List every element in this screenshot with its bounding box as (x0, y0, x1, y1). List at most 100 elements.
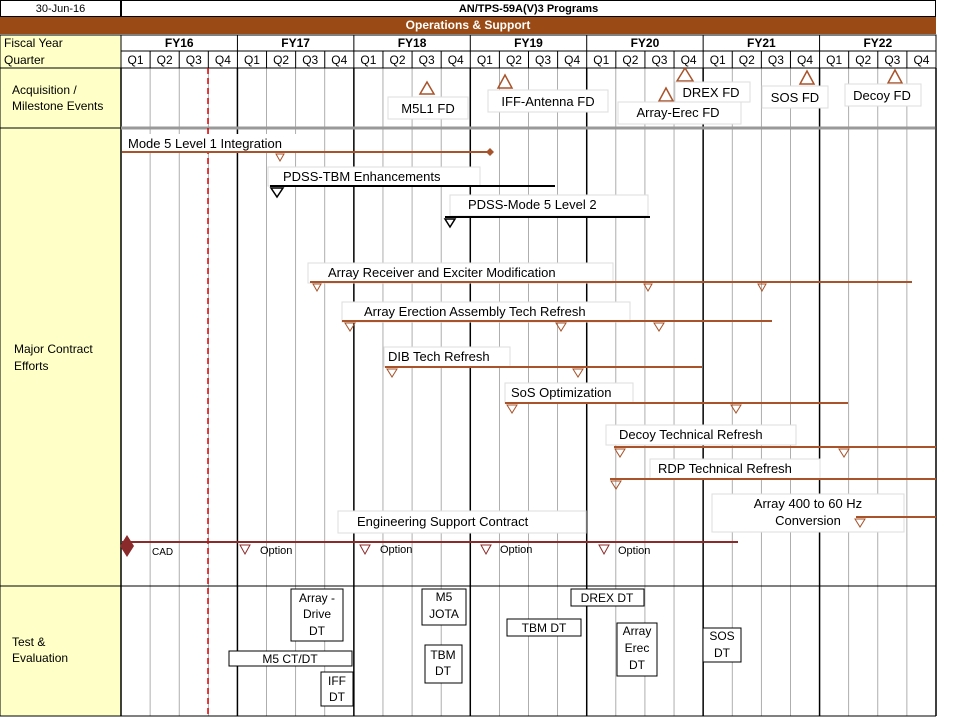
test-box (421, 588, 467, 626)
quarter-label: Q3 (302, 53, 318, 67)
milestone-triangle (675, 66, 695, 82)
contract-row-label-1: Major Contract (14, 342, 93, 356)
section-band: Operations & Support (0, 17, 936, 34)
quarter-label: Q2 (273, 53, 289, 67)
fiscal-year-label: FY22 (863, 36, 892, 50)
test-label: TBM DT (522, 621, 567, 635)
quarter-label: Q1 (128, 53, 144, 67)
milestone-label: DREX FD (682, 85, 739, 100)
effort-label: Array Receiver and Exciter Modification (328, 265, 556, 280)
milestone-markers: M5L1 FD IFF-Antenna FD Array-Erec FD DRE… (387, 66, 922, 125)
effort-label-bg (123, 134, 311, 153)
test-label: JOTA (429, 607, 459, 621)
milestone-box (844, 83, 922, 107)
effort-marker (838, 448, 850, 458)
quarter-label: Q4 (564, 53, 580, 67)
effort-label: SoS Optimization (511, 385, 611, 400)
test-label: DREX DT (581, 591, 634, 605)
effort-marker (643, 283, 653, 293)
test-box (616, 622, 658, 677)
quarter-label: Q3 (419, 53, 435, 67)
effort-label: Array 400 to 60 Hz (754, 496, 862, 511)
test-box (424, 644, 463, 684)
milestone-box (387, 96, 469, 120)
quarter-label: Q4 (448, 53, 464, 67)
effort-label-line-2: Conversion (775, 513, 841, 528)
milestone-label: Array-Erec FD (636, 105, 719, 120)
acquisition-label-cell (0, 67, 122, 129)
test-box (570, 588, 645, 607)
effort-label: PDSS-TBM Enhancements (283, 169, 441, 184)
test-label: DT (329, 690, 346, 704)
test-label: Drive (303, 607, 331, 621)
milestone-triangle (418, 80, 436, 95)
contract-row-label-2: Efforts (14, 359, 48, 373)
option-label: Option (260, 545, 292, 557)
effort-label-bg (337, 510, 587, 534)
effort-marker (572, 368, 584, 378)
cad-label: CAD (152, 547, 173, 558)
quarter-label: Q4 (913, 53, 929, 67)
effort-marker (269, 187, 285, 199)
effort-marker (344, 322, 356, 332)
quarter-label: Q4 (797, 53, 813, 67)
quarter-label: Q3 (535, 53, 551, 67)
test-box (702, 627, 742, 663)
milestone-triangle (798, 69, 816, 85)
option-marker (480, 544, 492, 556)
quarter-label: Q3 (768, 53, 784, 67)
contract-label-cell (0, 127, 122, 587)
effort-marker (506, 404, 518, 414)
acquisition-row-label-1: Acquisition / (12, 83, 77, 97)
report-date: 30-Jun-16 (0, 0, 121, 17)
fiscal-year-row-label: Fiscal Year (4, 36, 63, 50)
fiscal-year-label: FY20 (631, 36, 660, 50)
test-label: Array - (299, 591, 335, 605)
test-box (320, 671, 354, 707)
support-start-marker (120, 535, 134, 557)
test-label: M5 CT/DT (262, 652, 318, 666)
option-marker (359, 544, 371, 556)
quarter-label: Q2 (739, 53, 755, 67)
fiscal-year-label: FY16 (165, 36, 194, 50)
chart-title: AN/TPS-59A(V)3 Programs (121, 0, 936, 17)
effort-marker (610, 480, 622, 490)
effort-label: Array Erection Assembly Tech Refresh (364, 304, 586, 319)
fiscal-year-label: FY18 (398, 36, 427, 50)
test-row-label-1: Test & (12, 635, 45, 649)
test-box (506, 618, 582, 637)
effort-marker (653, 322, 665, 332)
effort-marker (275, 153, 285, 163)
effort-label: PDSS-Mode 5 Level 2 (468, 197, 597, 212)
test-box (228, 650, 353, 667)
test-row-label-2: Evaluation (12, 651, 68, 665)
quarter-label: Q1 (360, 53, 376, 67)
acquisition-row-label-2: Milestone Events (12, 99, 103, 113)
test-label: DT (714, 646, 731, 660)
quarter-label: Q2 (622, 53, 638, 67)
test-box (290, 588, 344, 642)
quarter-label: Q3 (186, 53, 202, 67)
effort-marker (730, 404, 742, 414)
effort-end-diamond (486, 148, 494, 156)
test-label: DT (435, 664, 452, 678)
effort-label: Mode 5 Level 1 Integration (128, 136, 282, 151)
fiscal-year-label: FY21 (747, 36, 776, 50)
effort-marker (312, 283, 322, 293)
quarter-label: Q3 (884, 53, 900, 67)
milestone-box (761, 85, 829, 109)
test-label: Erec (625, 641, 650, 655)
quarter-label: Q2 (390, 53, 406, 67)
quarter-label: Q1 (826, 53, 842, 67)
milestone-triangle (496, 73, 514, 89)
quarter-row-label: Quarter (4, 53, 45, 67)
quarter-label: Q1 (244, 53, 260, 67)
quarter-label: Q3 (651, 53, 667, 67)
milestone-triangle (886, 68, 904, 84)
test-events: Array - Drive DT M5 CT/DT IFF DT M5 JOTA… (228, 588, 742, 707)
milestone-label: M5L1 FD (401, 101, 454, 116)
